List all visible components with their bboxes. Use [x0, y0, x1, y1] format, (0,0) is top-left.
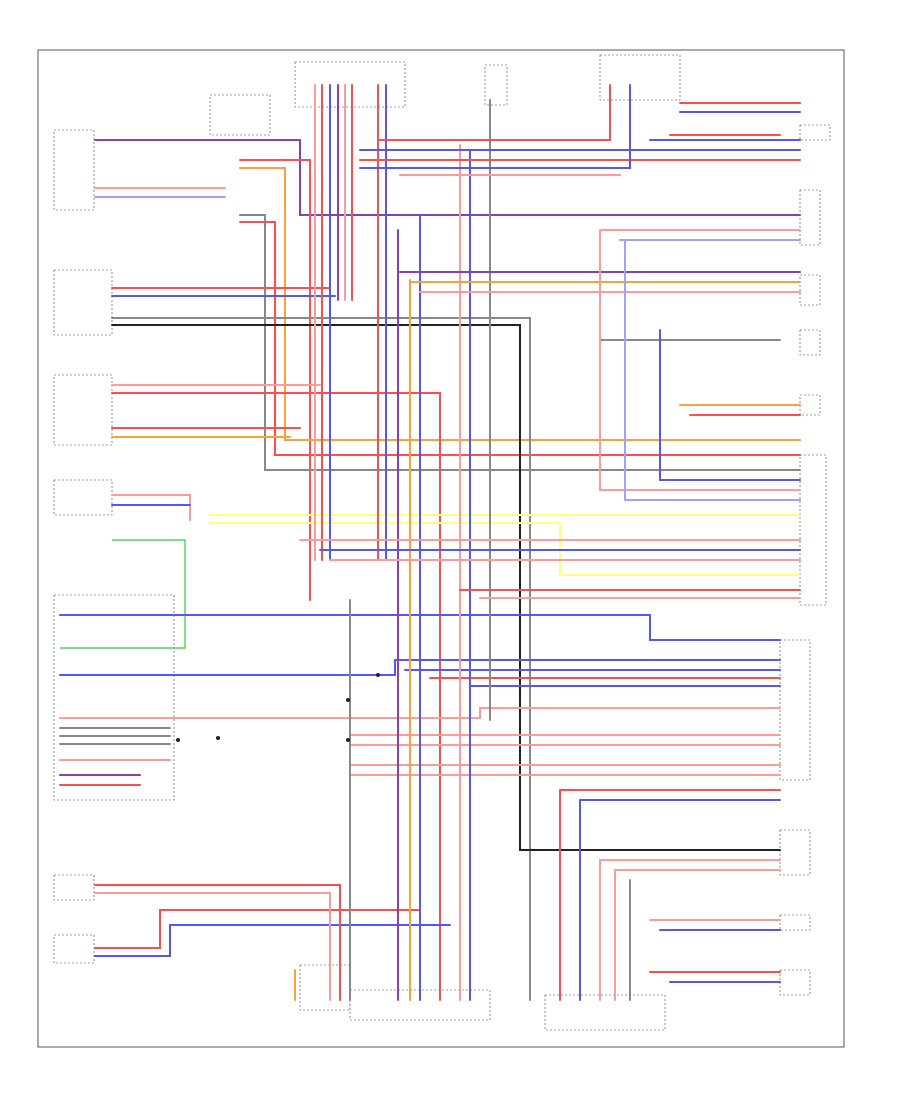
- component-box-left-module-2: [53, 269, 113, 336]
- wire-pink-3: [111, 494, 191, 521]
- component-box-top-connector-1: [294, 61, 406, 108]
- component-box-right-connector-2: [779, 639, 811, 781]
- wire-red-10: [94, 909, 421, 949]
- wire-red-1: [239, 159, 311, 601]
- wire-black-1: [111, 324, 781, 851]
- component-box-upper-left-module: [53, 129, 95, 211]
- component-box-right-module-7: [779, 914, 811, 931]
- component-box-lower-left-1: [53, 874, 95, 901]
- wire-green-1: [60, 539, 186, 649]
- splice-dot-5: [216, 736, 220, 740]
- component-box-bottom-connector-3: [544, 994, 666, 1031]
- diagram-frame: [37, 49, 845, 1048]
- wire-blue-3: [59, 614, 781, 641]
- wire-gray-1: [239, 214, 801, 471]
- wire-red-4: [111, 392, 441, 1001]
- wire-red-11: [377, 84, 611, 141]
- wire-harness: [59, 84, 801, 1001]
- component-box-right-module-8: [779, 969, 811, 996]
- component-boxes: [53, 54, 831, 1031]
- splice-dot-2: [346, 738, 350, 742]
- component-box-left-module-5: [53, 594, 175, 801]
- component-box-top-relay: [484, 64, 508, 106]
- component-box-right-module-6: [779, 829, 811, 876]
- wire-light-blue-vertical-1: [624, 239, 801, 501]
- component-box-right-connector-large: [799, 454, 827, 606]
- wire-blue-vertical-5: [659, 329, 801, 481]
- wire-purple-1: [94, 139, 801, 216]
- component-box-bottom-connector-1: [299, 964, 351, 1011]
- component-box-left-module-4: [53, 479, 113, 516]
- connector-markers: [176, 673, 380, 742]
- component-box-lower-left-2: [53, 934, 95, 964]
- component-box-right-module-5: [799, 394, 821, 416]
- wire-gray-2: [111, 317, 531, 1001]
- wire-blue-8: [94, 924, 451, 957]
- component-box-right-module-2: [799, 189, 821, 246]
- wire-orange-1: [239, 167, 801, 441]
- component-box-top-switch: [209, 94, 271, 136]
- wire-blue-4: [59, 659, 781, 676]
- splice-dot-4: [176, 738, 180, 742]
- wire-red-2: [239, 221, 801, 456]
- component-box-right-module-4: [799, 329, 821, 356]
- wire-pink-vertical-4: [599, 229, 801, 491]
- component-box-right-module-1: [799, 124, 831, 141]
- wire-pink-4: [59, 707, 781, 719]
- component-box-top-connector-2: [599, 54, 681, 101]
- component-box-left-module-3: [53, 374, 113, 446]
- splice-dot-1: [346, 698, 350, 702]
- splice-dot-3: [376, 673, 380, 677]
- wire-blue-10: [359, 84, 631, 169]
- component-box-right-module-3: [799, 274, 821, 306]
